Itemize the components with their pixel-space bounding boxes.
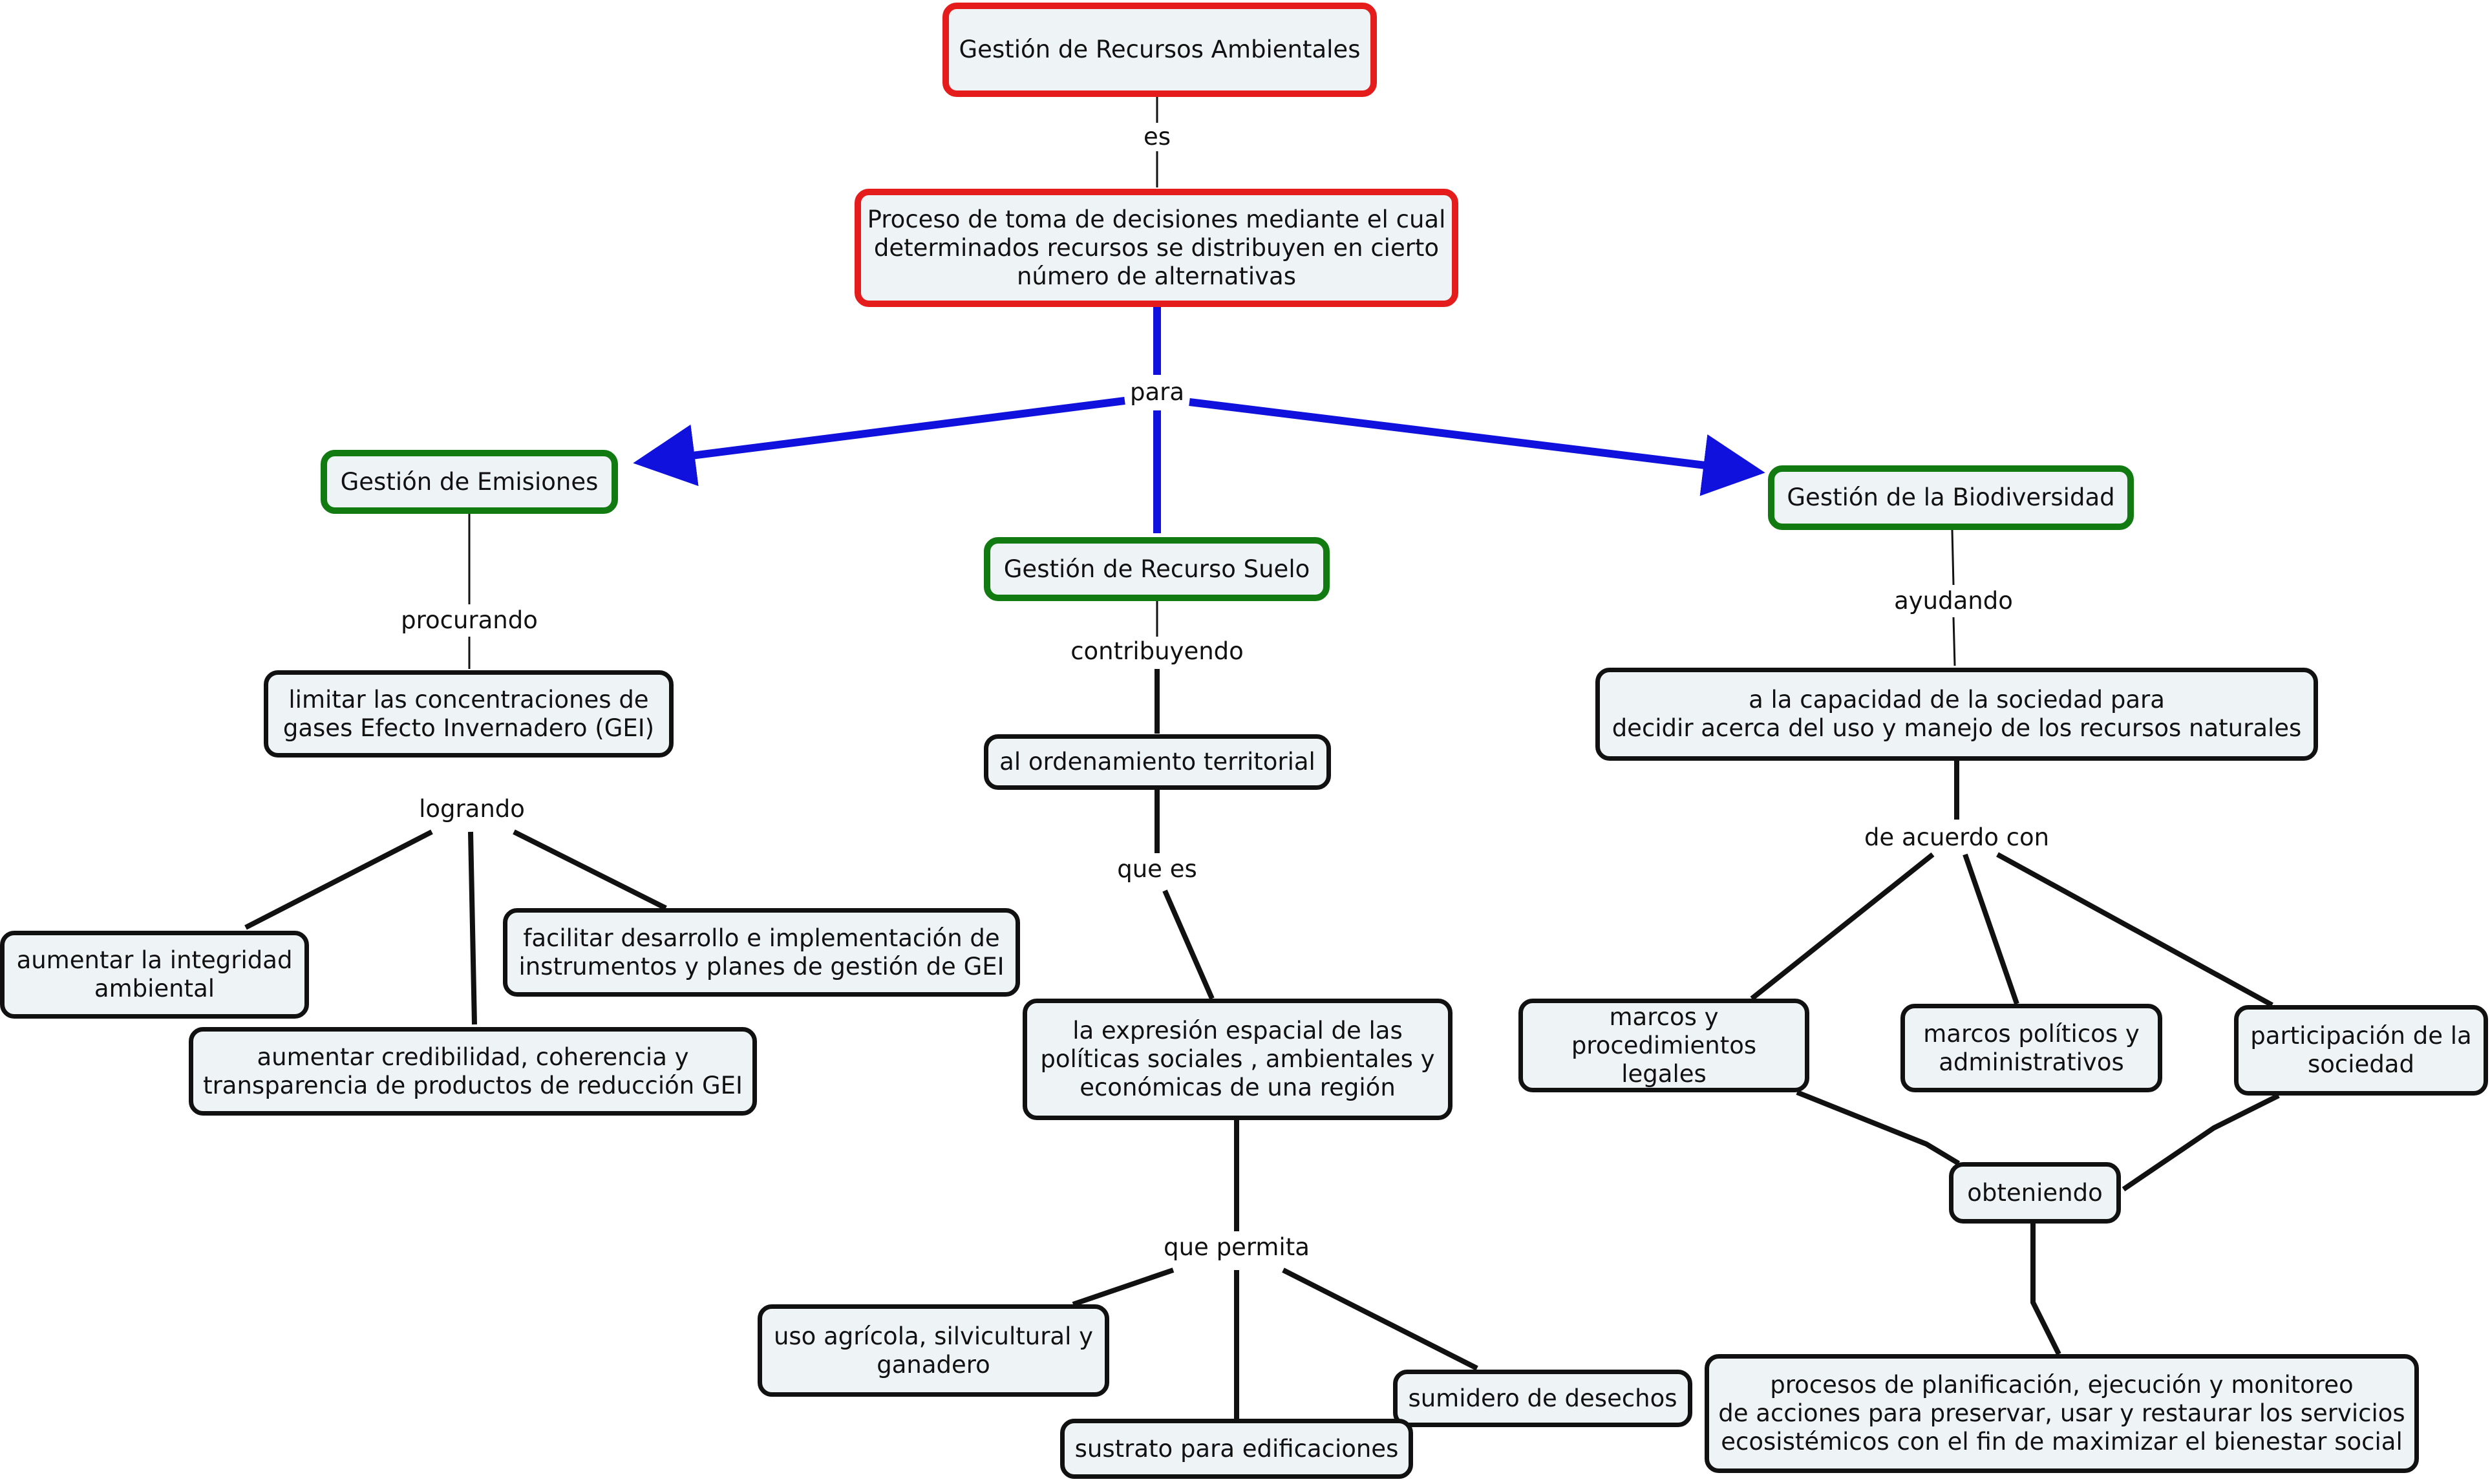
- node-capacidad-sociedad[interactable]: a la capacidad de la sociedad para decid…: [1595, 668, 2318, 761]
- label-procurando: procurando: [397, 606, 542, 635]
- line-logrando-integridad: [244, 829, 433, 930]
- node-aumentar-credibilidad[interactable]: aumentar credibilidad, coherencia y tran…: [189, 1027, 757, 1116]
- label-para: para: [1125, 378, 1189, 407]
- line-logrando-credibilidad: [468, 831, 477, 1025]
- node-limitar-concentraciones[interactable]: limitar las concentraciones de gases Efe…: [264, 670, 674, 758]
- label-es: es: [1139, 123, 1175, 151]
- label-que-permita: que permita: [1160, 1233, 1314, 1262]
- line-obteniendo-procesos: [2030, 1224, 2061, 1355]
- node-gestion-recursos-ambientales[interactable]: Gestión de Recursos Ambientales: [942, 3, 1377, 97]
- node-gestion-emisiones[interactable]: Gestión de Emisiones: [321, 450, 618, 514]
- line-biodiv-ayudando: [1951, 529, 1955, 586]
- line-deacuerdo-participacion: [1996, 852, 2273, 1008]
- node-marcos-legales[interactable]: marcos y procedimientos legales: [1518, 999, 1809, 1092]
- line-deacuerdo-marcoslegales: [1750, 852, 1935, 1001]
- node-marcos-politicos[interactable]: marcos políticos y administrativos: [1900, 1004, 2162, 1092]
- label-de-acuerdo-con: de acuerdo con: [1860, 823, 2054, 852]
- node-uso-agricola[interactable]: uso agrícola, silvicultural y ganadero: [758, 1304, 1109, 1397]
- node-facilitar-desarrollo[interactable]: facilitar desarrollo e implementación de…: [503, 908, 1020, 997]
- line-marcoslegales-obteniendo: [1796, 1090, 1961, 1166]
- line-participacion-obteniendo: [2122, 1093, 2280, 1192]
- line-deacuerdo-marcospoliticos: [1963, 853, 2019, 1005]
- arrow-para-emisiones: [633, 397, 1125, 487]
- node-proceso-toma-decisiones[interactable]: Proceso de toma de decisiones mediante e…: [855, 189, 1458, 307]
- line-quepermita-agricola: [1072, 1267, 1175, 1307]
- label-que-es: que es: [1113, 855, 1201, 884]
- node-ordenamiento-territorial[interactable]: al ordenamiento territorial: [984, 734, 1331, 790]
- node-procesos-planificacion[interactable]: procesos de planificación, ejecución y m…: [1705, 1354, 2419, 1473]
- node-gestion-biodiversidad[interactable]: Gestión de la Biodiversidad: [1768, 465, 2134, 530]
- line-ayudando-capacidad: [1952, 617, 1956, 666]
- node-expresion-espacial[interactable]: la expresión espacial de las políticas s…: [1023, 999, 1452, 1120]
- label-ayudando: ayudando: [1890, 587, 2017, 615]
- line-quees-expresion: [1162, 889, 1215, 1000]
- label-logrando: logrando: [415, 795, 529, 823]
- line-quepermita-sumidero: [1282, 1267, 1478, 1371]
- node-gestion-recurso-suelo[interactable]: Gestión de Recurso Suelo: [984, 537, 1330, 601]
- node-participacion-sociedad[interactable]: participación de la sociedad: [2234, 1005, 2488, 1096]
- label-contribuyendo: contribuyendo: [1067, 637, 1248, 666]
- node-aumentar-integridad[interactable]: aumentar la integridad ambiental: [0, 931, 309, 1019]
- line-logrando-facilitar: [513, 829, 667, 911]
- node-sumidero-desechos[interactable]: sumidero de desechos: [1393, 1370, 1692, 1427]
- node-sustrato-edificaciones[interactable]: sustrato para edificaciones: [1060, 1419, 1413, 1479]
- node-obteniendo[interactable]: obteniendo: [1949, 1162, 2121, 1224]
- arrow-para-biodiversidad: [1189, 398, 1765, 496]
